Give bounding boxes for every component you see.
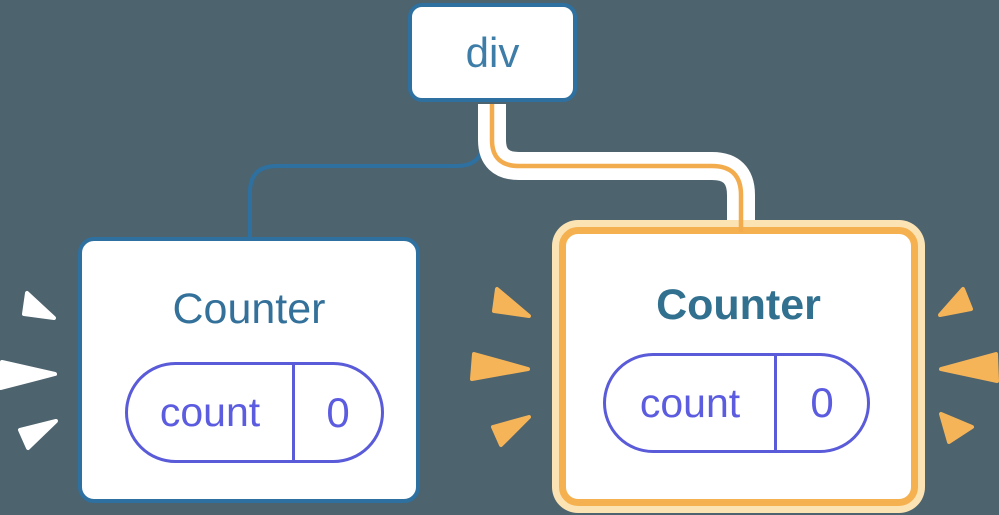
div-node: div [408,3,577,102]
counter-node-left: Counter count 0 [78,237,420,503]
burst-ray [492,287,531,318]
state-badge-right: count 0 [603,353,870,453]
burst-right-counter-right [938,287,999,444]
burst-ray [939,352,999,383]
burst-ray [470,352,530,381]
state-name-right: count [606,356,777,450]
edge-div-to-right-counter [489,104,744,232]
div-node-label: div [465,28,520,76]
burst-right-counter-left [470,287,531,447]
burst-ray [22,291,56,320]
state-value-left: 0 [326,388,350,436]
state-value-right: 0 [810,379,834,426]
burst-ray [491,415,531,447]
burst-ray [939,412,974,444]
state-name-left: count [128,365,295,460]
counter-node-right-highlighted: Counter count 0 [552,220,925,513]
burst-ray [0,360,57,390]
counter-left-label: Counter [172,285,326,333]
state-badge-left: count 0 [125,362,384,463]
burst-ray [18,419,58,450]
edge-div-to-left-counter [248,104,485,240]
burst-ray [938,287,973,317]
counter-right-label: Counter [656,281,821,329]
edge-div-to-right-counter-casing [478,104,755,220]
burst-left-white [0,291,58,450]
